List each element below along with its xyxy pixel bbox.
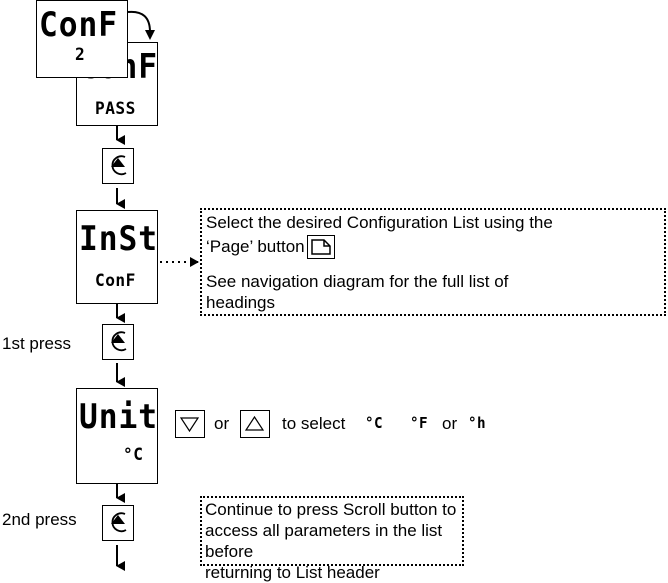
note-top-line2: ‘Page’ button	[206, 236, 305, 256]
unit-line2: °C	[123, 445, 144, 465]
scroll-button-icon	[111, 155, 127, 176]
inst-line1: InSt	[79, 219, 159, 259]
inst-line2: ConF	[95, 271, 136, 291]
note-bottom-line2: access all parameters in the list before	[205, 521, 443, 561]
note-bottom-line3: returning to List header	[205, 563, 380, 582]
first-press-label: 1st press	[2, 334, 71, 353]
unit-line1: Unit	[79, 397, 159, 437]
option-h: °h	[468, 414, 487, 432]
conf-display: ConF 2	[36, 0, 128, 78]
note-top-line1: Select the desired Configuration List us…	[206, 213, 553, 232]
config-list-note: Select the desired Configuration List us…	[200, 208, 666, 316]
second-press-label: 2nd press	[2, 510, 77, 529]
note-top-line2-wrap: ‘Page’ button	[206, 233, 660, 259]
page-button[interactable]	[306, 235, 335, 259]
note-top-line3: See navigation diagram for the full list…	[206, 272, 509, 291]
up-arrow-button[interactable]	[240, 410, 270, 438]
down-arrow-button-icon	[179, 417, 200, 433]
conf-pass-line2: PASS	[95, 99, 136, 119]
page-button-icon	[310, 239, 331, 255]
note-top-line4: headings	[206, 293, 276, 312]
scroll-note: Continue to press Scroll button to acces…	[200, 496, 464, 582]
scroll-button-icon	[111, 512, 127, 533]
down-arrow-button[interactable]	[175, 410, 205, 438]
curved-arrow	[127, 10, 151, 33]
to-select-label: to select	[282, 414, 346, 433]
up-arrow-button-icon	[244, 415, 265, 431]
conf-line1: ConF	[39, 5, 119, 45]
scroll-button[interactable]	[102, 505, 134, 541]
scroll-button[interactable]	[102, 324, 134, 360]
unit-or2-label: or	[442, 414, 458, 433]
option-fahrenheit: °F	[410, 414, 429, 432]
option-celsius: °C	[365, 414, 384, 432]
note-bottom-line1: Continue to press Scroll button to	[205, 500, 457, 519]
scroll-button-icon	[111, 331, 127, 352]
conf-line2: 2	[75, 45, 86, 65]
unit-or-label: or	[214, 414, 230, 433]
scroll-button[interactable]	[102, 148, 134, 184]
unit-display: Unit °C	[76, 388, 158, 484]
inst-display: InSt ConF	[76, 210, 158, 304]
